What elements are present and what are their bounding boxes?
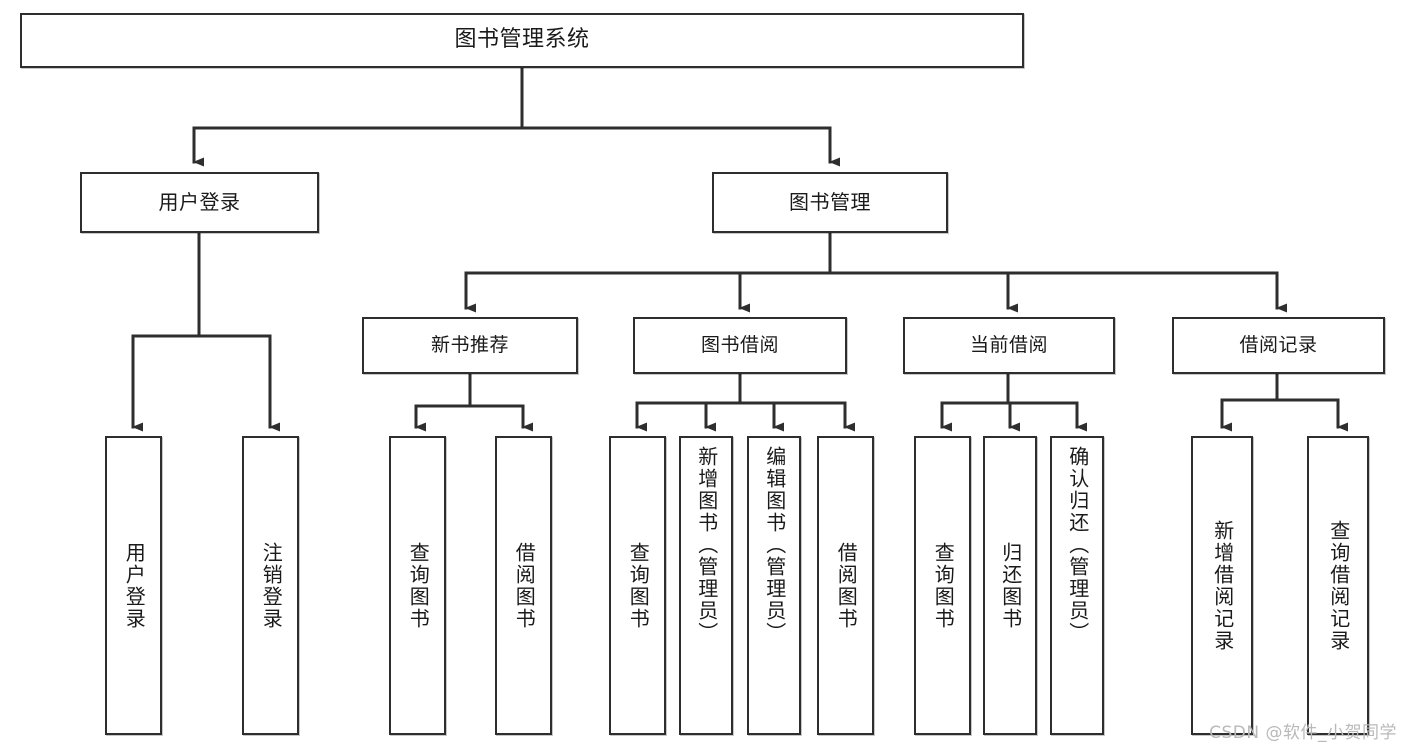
node-root-book-management-system[interactable]: 图书管理系统 <box>20 13 1024 68</box>
leaf-logout-login[interactable]: 注销登录 <box>242 436 299 735</box>
leaf-borrow-book-1[interactable]: 借阅图书 <box>495 436 552 735</box>
leaf-add-borrow-record[interactable]: 新增借阅记录 <box>1191 436 1253 735</box>
leaf-query-book-2-label: 查询图书 <box>626 541 651 630</box>
csdn-watermark: CSDN @软件_小贺同学 <box>1209 723 1397 743</box>
node-borrow-record-label: 借阅记录 <box>1239 334 1318 357</box>
leaf-query-book-1[interactable]: 查询图书 <box>389 436 446 735</box>
node-new-book-recommend[interactable]: 新书推荐 <box>362 317 578 374</box>
leaf-edit-book-admin[interactable]: 编辑图书（管理员） <box>747 436 801 735</box>
leaf-borrow-book-1-label: 借阅图书 <box>512 541 537 630</box>
node-user-login-label: 用户登录 <box>158 189 241 214</box>
leaf-query-book-2[interactable]: 查询图书 <box>609 436 666 735</box>
node-book-borrow[interactable]: 图书借阅 <box>633 317 847 374</box>
leaf-query-borrow-record[interactable]: 查询借阅记录 <box>1307 436 1369 735</box>
leaf-user-login-label: 用户登录 <box>122 541 147 630</box>
node-new-book-recommend-label: 新书推荐 <box>430 334 509 357</box>
leaf-user-login[interactable]: 用户登录 <box>105 436 162 735</box>
node-current-borrow-label: 当前借阅 <box>969 334 1048 357</box>
node-user-login[interactable]: 用户登录 <box>80 172 319 233</box>
leaf-query-borrow-record-label: 查询借阅记录 <box>1326 519 1351 652</box>
node-book-borrow-label: 图书借阅 <box>700 334 779 357</box>
leaf-return-book-label: 归还图书 <box>998 541 1023 630</box>
node-book-management-label: 图书管理 <box>789 189 871 214</box>
node-root-label: 图书管理系统 <box>454 27 590 53</box>
leaf-query-book-3[interactable]: 查询图书 <box>914 436 971 735</box>
node-current-borrow[interactable]: 当前借阅 <box>903 317 1115 374</box>
leaf-query-book-3-label: 查询图书 <box>931 541 956 630</box>
leaf-edit-book-admin-label: 编辑图书（管理员） <box>762 446 787 644</box>
leaf-logout-login-label: 注销登录 <box>259 541 284 630</box>
leaf-confirm-return-admin[interactable]: 确认归还（管理员） <box>1050 436 1104 735</box>
node-book-management[interactable]: 图书管理 <box>712 172 948 233</box>
leaf-query-book-1-label: 查询图书 <box>406 541 431 630</box>
leaf-borrow-book-2[interactable]: 借阅图书 <box>817 436 874 735</box>
leaf-add-borrow-record-label: 新增借阅记录 <box>1210 519 1235 652</box>
leaf-confirm-return-admin-label: 确认归还（管理员） <box>1065 446 1090 644</box>
leaf-add-book-admin-label: 新增图书（管理员） <box>694 446 719 644</box>
leaf-return-book[interactable]: 归还图书 <box>983 436 1037 735</box>
leaf-borrow-book-2-label: 借阅图书 <box>834 541 859 630</box>
node-borrow-record[interactable]: 借阅记录 <box>1172 317 1385 374</box>
leaf-add-book-admin[interactable]: 新增图书（管理员） <box>679 436 733 735</box>
